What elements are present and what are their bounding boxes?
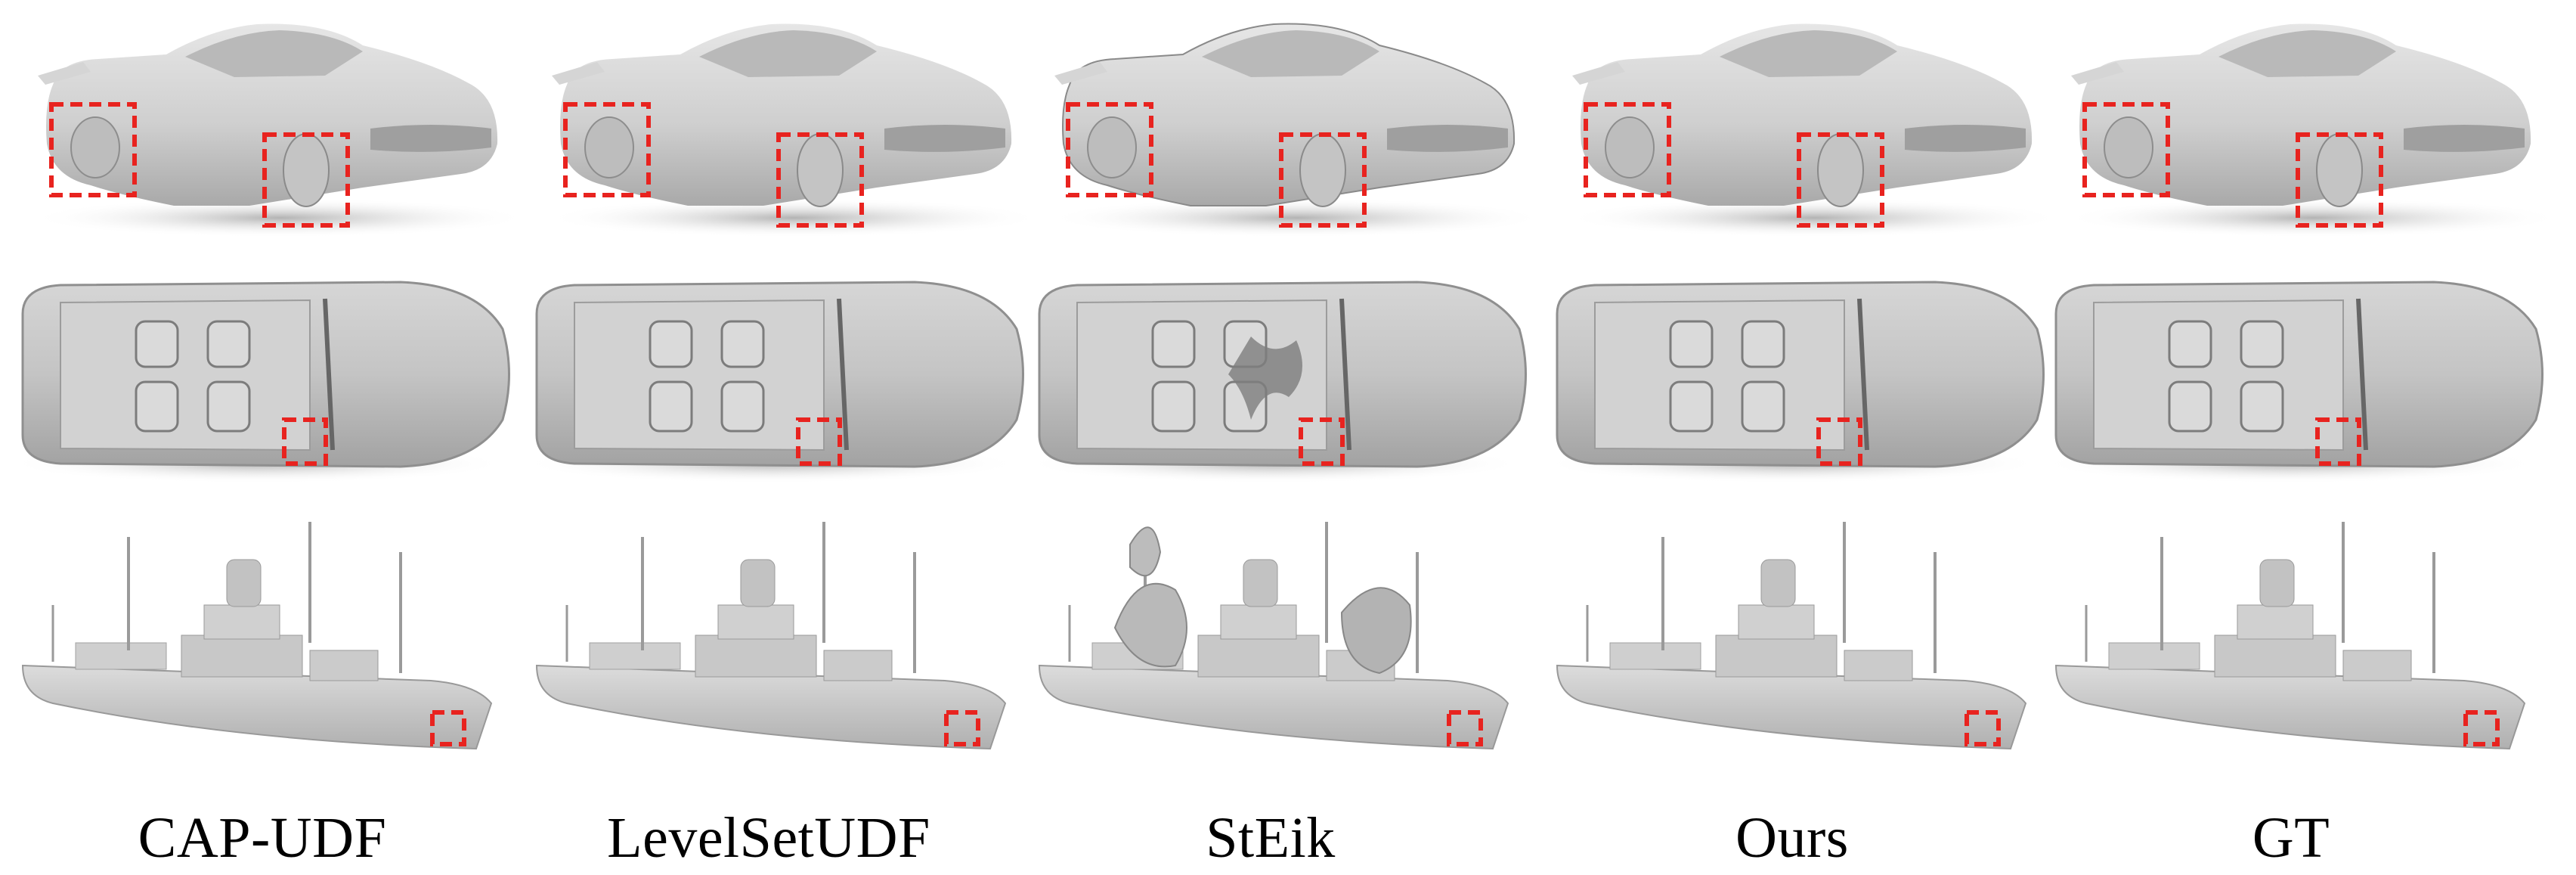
render-levelsetudf-car-side (522, 15, 1043, 257)
render-ours-ship (1542, 522, 2057, 764)
mesh-ship (1556, 522, 2027, 750)
label-ours: Ours (1735, 806, 1849, 870)
render-gt-car-side (2041, 15, 2562, 257)
mesh-ship (1038, 522, 1509, 750)
render-cap_udf-ship (8, 522, 523, 764)
mesh-ship (535, 522, 1007, 750)
render-levelsetudf-ship (522, 522, 1037, 764)
mesh-car-top (2041, 281, 2543, 483)
label-levelsetudf: LevelSetUDF (607, 806, 930, 870)
label-cap-udf: CAP-UDF (138, 806, 387, 870)
render-steik-car-top (1024, 268, 1540, 510)
mesh-car-side (1565, 23, 2064, 237)
render-gt-ship (2041, 522, 2556, 764)
mesh-car-top (522, 281, 1024, 483)
mesh-car-top (1542, 281, 2045, 483)
label-gt: GT (2252, 806, 2330, 870)
render-levelsetudf-car-top (522, 268, 1037, 510)
label-steik: StEik (1206, 806, 1336, 870)
render-gt-car-top (2041, 268, 2556, 510)
mesh-car-top (1024, 281, 1527, 483)
render-cap_udf-car-side (8, 15, 529, 257)
render-cap_udf-car-top (8, 268, 523, 510)
mesh-car-side (544, 23, 1043, 237)
mesh-car-top (8, 281, 510, 483)
mesh-car-side (30, 23, 529, 237)
render-ours-car-side (1542, 15, 2064, 257)
mesh-ship (21, 522, 493, 750)
mesh-car-side (2064, 23, 2562, 237)
render-steik-car-side (1024, 15, 1546, 257)
render-steik-ship (1024, 522, 1540, 764)
mesh-car-side (1047, 23, 1546, 237)
render-ours-car-top (1542, 268, 2057, 510)
mesh-ship (2054, 522, 2526, 750)
